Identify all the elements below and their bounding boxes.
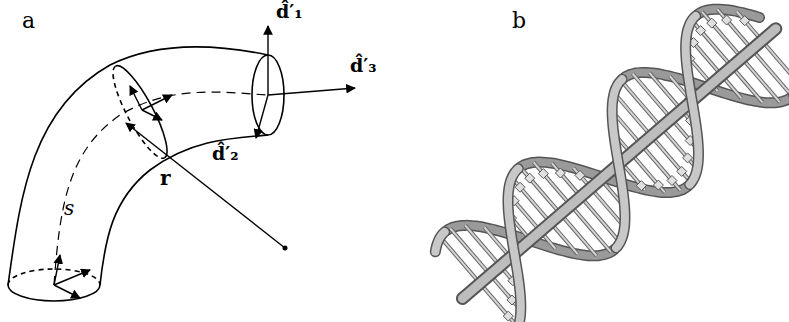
panel-letter: b [512,10,526,32]
elastic-rod [8,47,284,301]
position-vector-label: r [160,168,171,188]
panel-letter: a [22,10,35,32]
director-arrows [54,26,355,298]
director-label: d̂′₂ [212,144,239,163]
director-label: d̂′₁ [276,2,303,21]
arc-length-label: s [64,198,74,218]
origin-dot [283,246,288,251]
dna-helix [435,9,789,322]
director-label: d̂′₃ [350,56,377,75]
